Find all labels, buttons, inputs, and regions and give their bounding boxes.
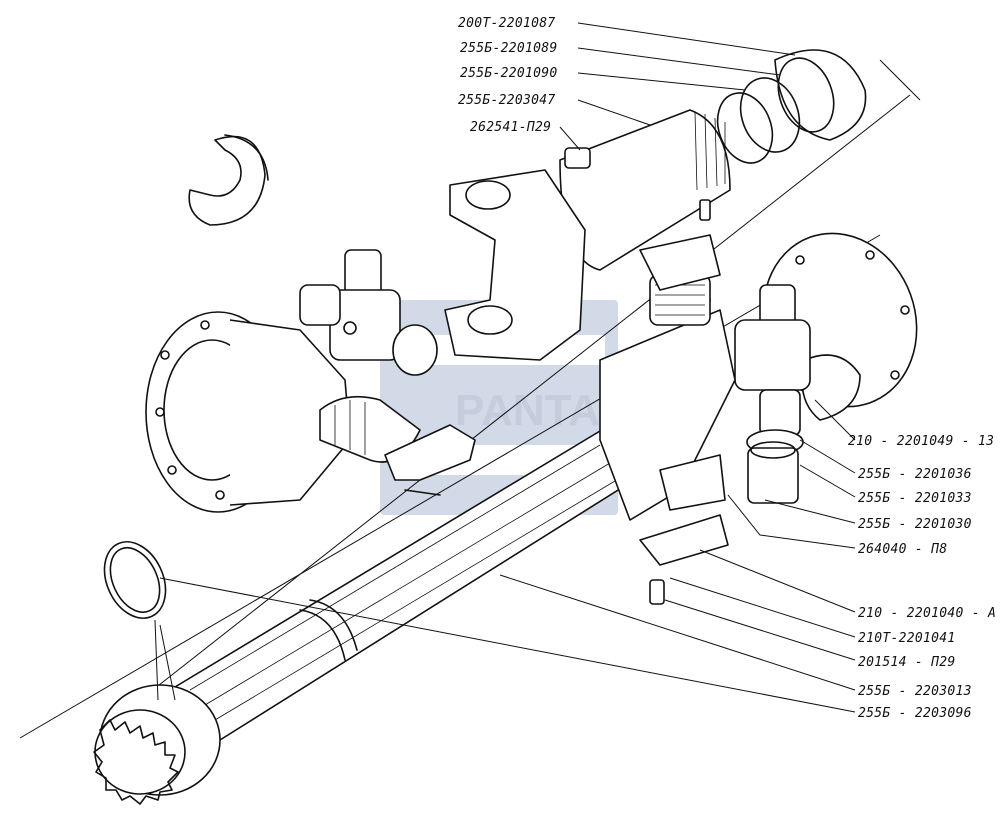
- right-universal-joint-cross: [734, 284, 811, 504]
- label-200t-2201087: 200T-2201087: [458, 16, 556, 31]
- label-2556-2201036: 255Б - 2201036: [858, 467, 972, 482]
- label-210t-2201041: 210T-2201041: [858, 631, 956, 646]
- part-labels: 200T-2201087 255Б-2201089 255Б-2201090 2…: [458, 16, 996, 721]
- label-210-2201040-a: 210 - 2201040 - А: [858, 606, 996, 621]
- seal-ring: [103, 541, 167, 619]
- center-yoke: [599, 199, 736, 605]
- label-2556-2201033: 255Б - 2201033: [858, 491, 972, 506]
- leader-lines: [154, 22, 856, 713]
- label-2556-2203047: 255Б-2203047: [458, 93, 556, 108]
- label-2556-2203013: 255Б - 2203013: [858, 684, 972, 699]
- label-2556-2201090: 255Б-2201090: [460, 66, 558, 81]
- bearing-cap-rings: [716, 49, 867, 164]
- label-264040-p8: 264040 - П8: [858, 542, 947, 557]
- slip-yoke: [444, 109, 731, 361]
- spline-end: [93, 684, 221, 805]
- label-2556-2201030: 255Б - 2201030: [858, 517, 972, 532]
- left-flange: [145, 311, 351, 513]
- label-2556-2203096: 255Б - 2203096: [858, 706, 972, 721]
- label-201514-p29: 201514 - П29: [858, 655, 956, 670]
- left-spline-stub: [319, 395, 476, 496]
- label-2556-2201089: 255Б-2201089: [460, 41, 558, 56]
- label-262541-p29: 262541-П29: [470, 120, 551, 135]
- label-210-2201049-13: 210 - 2201049 - 13: [848, 434, 994, 449]
- left-universal-joint-cross: [299, 249, 438, 376]
- left-half-seal: [188, 134, 269, 226]
